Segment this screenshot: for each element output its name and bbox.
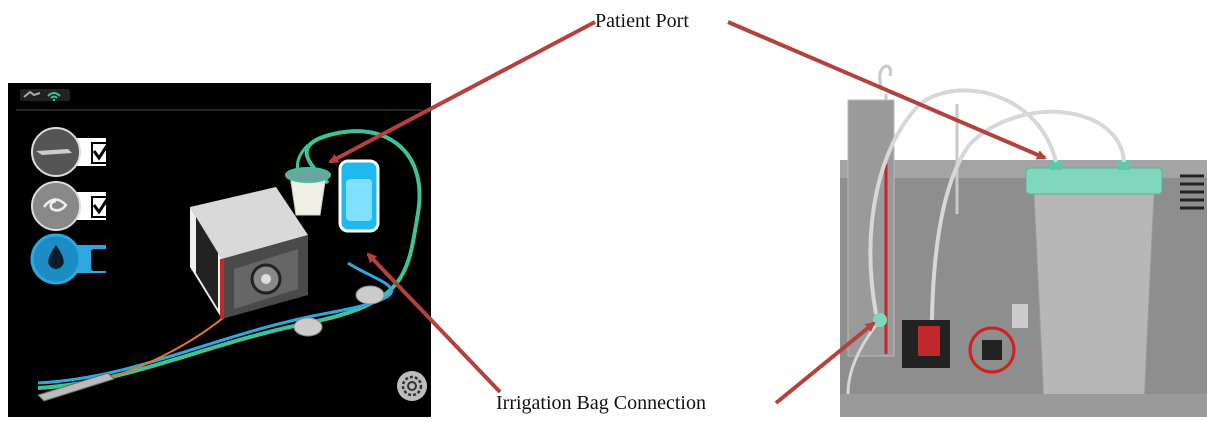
- green-tube: [37, 129, 422, 390]
- checklist-item-handpiece[interactable]: [31, 127, 113, 177]
- checkmark-icon: [92, 140, 112, 161]
- irrigation-bag: [338, 159, 380, 233]
- suction-canister: [1025, 160, 1163, 407]
- hook-icon: [878, 64, 892, 91]
- canister-lid: [1025, 167, 1163, 195]
- setup-illustration: [16, 89, 427, 402]
- checkbox-unchecked: [91, 249, 113, 271]
- device-rear-view: [820, 64, 1207, 417]
- device-illustration: [840, 64, 1207, 417]
- handpiece-drawing: [37, 372, 115, 402]
- status-bar: [16, 89, 423, 111]
- clamp-knob: [293, 317, 323, 337]
- swirl-icon: [42, 198, 68, 212]
- irrigation-bag-connection-label: Irrigation Bag Connection: [496, 392, 706, 414]
- checkmark-icon: [92, 194, 112, 215]
- suction-canister: [285, 167, 331, 216]
- handpiece-status-icon: [23, 90, 41, 98]
- console-device: [190, 187, 308, 319]
- wifi-icon: [47, 92, 61, 102]
- highlight-circle: [968, 326, 1016, 374]
- checkbox-checked: [91, 196, 113, 218]
- irrigation-bag-connector: [873, 313, 887, 327]
- checklist-item-irrigation[interactable]: [30, 233, 113, 285]
- handpiece-icon: [36, 149, 72, 155]
- patient-port-label: Patient Port: [595, 10, 689, 32]
- device-touchscreen: [8, 83, 431, 417]
- vent: [1180, 174, 1204, 210]
- clamp-knob: [355, 285, 385, 305]
- checklist-item-swirl[interactable]: [31, 181, 113, 231]
- gear-icon[interactable]: [397, 371, 427, 401]
- checkbox-checked: [91, 142, 113, 164]
- patient-port: [1050, 160, 1062, 170]
- water-drop-icon: [48, 245, 64, 269]
